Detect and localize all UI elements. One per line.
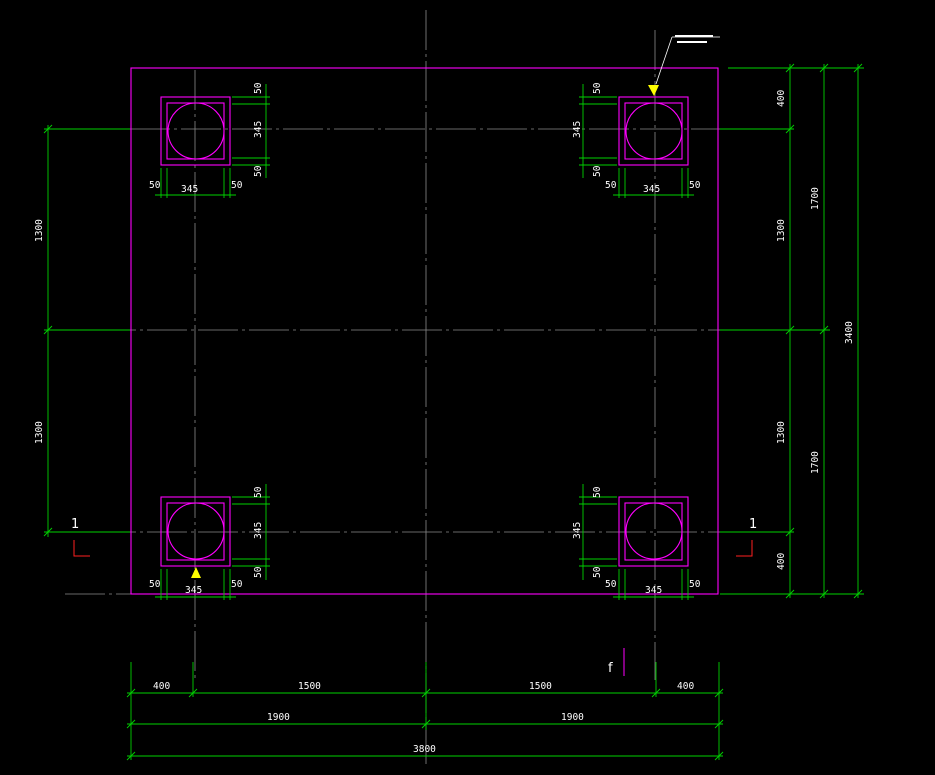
pile-cap-outline [130, 67, 719, 595]
dim-edge: 50 [253, 566, 264, 578]
pile-dims-top-right: 50 345 50 50 345 50 [572, 82, 701, 198]
dim-edge: 50 [253, 486, 264, 498]
pile-circle [167, 502, 225, 560]
centerlines [45, 10, 790, 765]
section-mark-right: 1 [736, 517, 757, 557]
dim-bottom-4: 400 [677, 681, 694, 692]
dim-edge: 50 [253, 82, 264, 94]
dim-half-right: 1900 [561, 712, 584, 723]
left-dimension-chain: 1300 1300 [34, 124, 130, 537]
dim-size: 345 [572, 121, 583, 138]
pile-bottom-right [618, 496, 689, 567]
dim-size: 345 [572, 522, 583, 539]
dim-size: 345 [253, 522, 264, 539]
dim-right-half-upper: 1700 [810, 187, 821, 210]
dim-right-top: 400 [776, 90, 787, 107]
dim-edge: 50 [592, 82, 603, 94]
dim-edge: 50 [253, 165, 264, 177]
dim-edge: 50 [231, 180, 243, 191]
pile-circle [625, 502, 683, 560]
pile-top-left [160, 96, 231, 166]
pile-circle [167, 102, 225, 160]
pile-circle [625, 102, 683, 160]
dim-edge: 50 [231, 579, 243, 590]
dim-bottom-3: 1500 [529, 681, 552, 692]
dim-edge: 50 [149, 180, 161, 191]
dim-right-half-lower: 1700 [810, 451, 821, 474]
dim-bottom-1: 400 [153, 681, 170, 692]
dim-edge: 50 [592, 165, 603, 177]
marker-triangle-bottom [191, 567, 201, 578]
dim-edge: 50 [605, 180, 617, 191]
dim-edge: 50 [689, 180, 701, 191]
note-label: f [608, 661, 613, 676]
dim-right-total: 3400 [844, 321, 855, 344]
leader-annotation [655, 35, 720, 85]
pile-bottom-left [160, 496, 231, 567]
section-label: 1 [749, 517, 757, 532]
dim-left-lower: 1300 [34, 421, 45, 444]
section-mark-left: 1 [71, 517, 90, 557]
dim-half-left: 1900 [267, 712, 290, 723]
dim-edge: 50 [149, 579, 161, 590]
dim-edge: 50 [605, 579, 617, 590]
dim-size: 345 [645, 585, 662, 596]
dim-size: 345 [185, 585, 202, 596]
dim-bottom-2: 1500 [298, 681, 321, 692]
note-f: f [608, 648, 625, 676]
right-dimension-chain: 400 1300 1300 400 1700 1700 3400 [720, 63, 864, 599]
pile-dims-bottom-right: 50 345 50 50 345 50 [572, 484, 701, 600]
dim-size: 345 [643, 184, 660, 195]
dim-right-upper: 1300 [776, 219, 787, 242]
pile-dims-top-left: 50 345 50 50 345 50 [149, 82, 270, 198]
section-label: 1 [71, 517, 79, 532]
pile-dims-bottom-left: 50 345 50 50 345 50 [149, 484, 270, 600]
bottom-dimension-chain: 400 1500 1500 400 1900 1900 3800 [126, 662, 724, 761]
marker-triangle-top [648, 85, 659, 96]
dim-total-width: 3800 [413, 744, 436, 755]
dim-size: 345 [253, 121, 264, 138]
dim-edge: 50 [592, 486, 603, 498]
pile-top-right [618, 96, 689, 166]
dim-right-lower: 1300 [776, 421, 787, 444]
dim-edge: 50 [592, 566, 603, 578]
dim-left-upper: 1300 [34, 219, 45, 242]
dim-edge: 50 [689, 579, 701, 590]
dim-size: 345 [181, 184, 198, 195]
dim-right-bottom: 400 [776, 553, 787, 570]
